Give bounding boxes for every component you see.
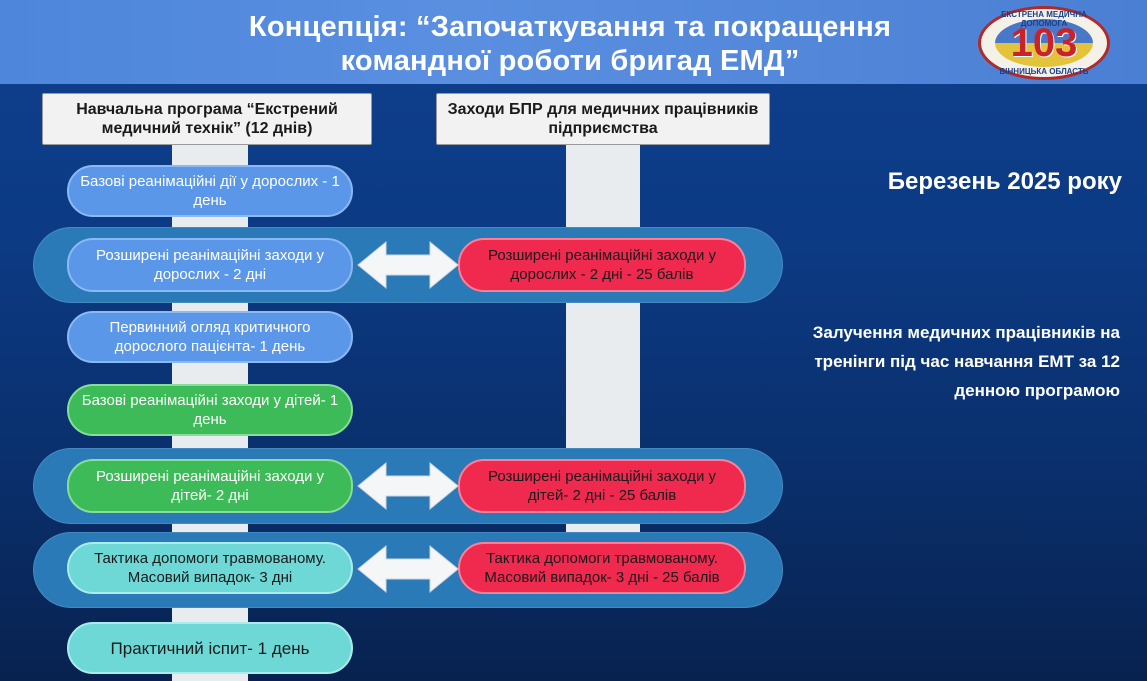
double-arrow-icon bbox=[357, 544, 459, 594]
double-arrow-icon bbox=[357, 461, 459, 511]
title-line-1: Концепція: “Започаткування та покращення bbox=[248, 11, 892, 43]
emergency-logo: ЕКСТРЕНА МЕДИЧНА ДОПОМОГА 103 ВІННИЦЬКА … bbox=[978, 6, 1110, 80]
logo-emblem bbox=[995, 19, 1093, 67]
step-child-als: Розширені реанімаційні заходи у дітей- 2… bbox=[67, 459, 353, 513]
cpd-adult-als: Розширені реанімаційні заходи у дорослих… bbox=[458, 238, 746, 292]
step-child-bls: Базові реанімаційні заходи у дітей- 1 де… bbox=[67, 384, 353, 436]
right-column-header: Заходи БПР для медичних працівників підп… bbox=[436, 93, 770, 145]
title-bar: Концепція: “Започаткування та покращення… bbox=[0, 0, 1147, 84]
title-line-2: командної роботи бригад ЕМД” bbox=[340, 45, 800, 77]
cpd-trauma: Тактика допомоги травмованому. Масовий в… bbox=[458, 542, 746, 594]
step-practical-exam: Практичний іспит- 1 день bbox=[67, 622, 353, 674]
engagement-note: Залучення медичних працівників на тренін… bbox=[812, 323, 1120, 400]
step-primary-survey: Первинний огляд критичного дорослого пац… bbox=[67, 311, 353, 363]
step-adult-als: Розширені реанімаційні заходи у дорослих… bbox=[67, 238, 353, 292]
date-label: Березень 2025 року bbox=[887, 168, 1122, 195]
step-adult-bls: Базові реанімаційні дії у дорослих - 1 д… bbox=[67, 165, 353, 217]
double-arrow-icon bbox=[357, 240, 459, 290]
left-column-header: Навчальна програма “Екстрений медичний т… bbox=[42, 93, 372, 145]
page-title: Концепція: “Започаткування та покращення… bbox=[140, 10, 1000, 78]
cpd-child-als: Розширені реанімаційні заходи у дітей- 2… bbox=[458, 459, 746, 513]
logo-number: 103 bbox=[1010, 21, 1078, 65]
logo-text-top: ЕКСТРЕНА МЕДИЧНА ДОПОМОГА bbox=[1001, 10, 1087, 28]
step-trauma: Тактика допомоги травмованому. Масовий в… bbox=[67, 542, 353, 594]
logo-text-bottom: ВІННИЦЬКА ОБЛАСТЬ bbox=[999, 67, 1089, 76]
